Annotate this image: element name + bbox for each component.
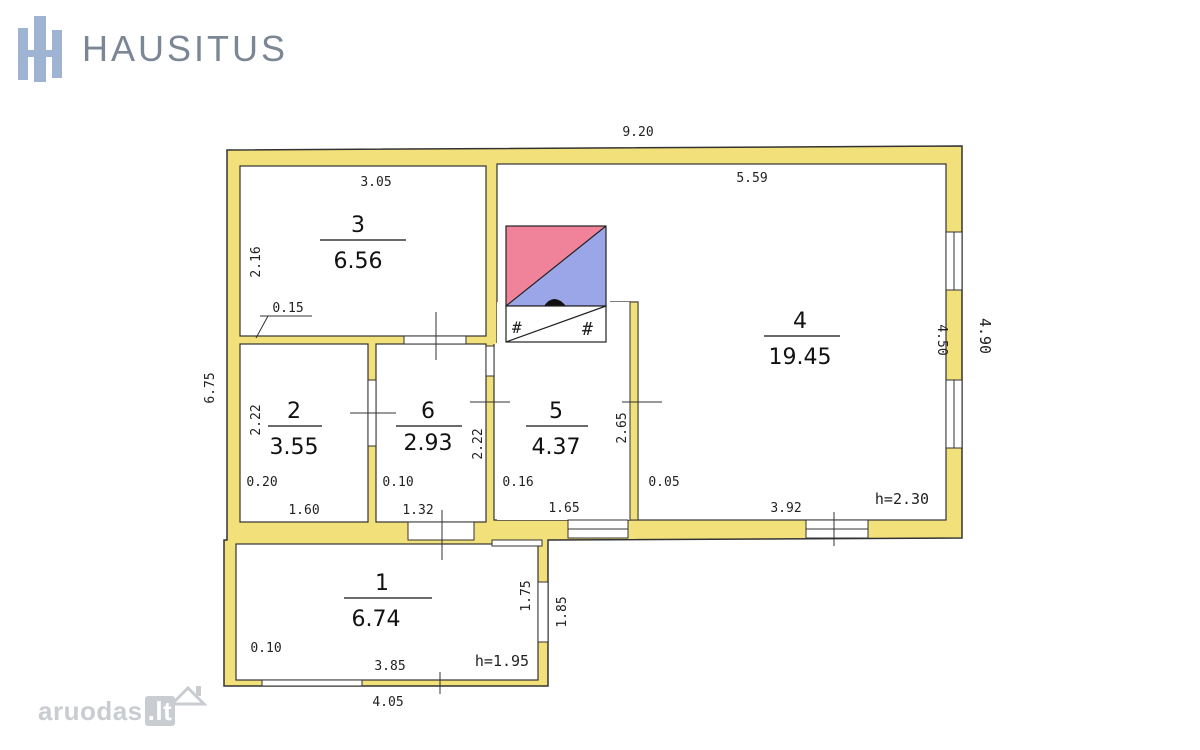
dim-wall-016: 0.16 — [502, 475, 533, 490]
stove-icon: # # — [505, 225, 607, 343]
room-6-area: 2.93 — [404, 431, 453, 456]
room-2-number: 2 — [287, 399, 301, 424]
window — [261, 679, 363, 687]
dim-room2-depth: 2.22 — [249, 404, 264, 435]
leader-line — [255, 315, 269, 339]
dim-room6-width: 1.32 — [402, 503, 433, 518]
house-watermark-icon — [168, 685, 208, 706]
building-logo-icon — [14, 16, 66, 82]
dim-wall-005: 0.05 — [648, 475, 679, 490]
room-5-number: 5 — [549, 399, 563, 424]
door — [491, 539, 543, 547]
room-4-area: 19.45 — [769, 345, 832, 370]
stove-mark-left: # — [512, 318, 522, 337]
room-1-number: 1 — [375, 571, 389, 596]
room-1-floor — [235, 543, 539, 681]
room-3-area: 6.56 — [334, 249, 383, 274]
dim-room1-depth-outer: 1.85 — [555, 596, 570, 627]
dim-room5-width: 1.65 — [548, 501, 579, 516]
dim-wall-020: 0.20 — [246, 475, 277, 490]
brand-logo: HAUSITUS — [14, 16, 288, 82]
room-1-area: 6.74 — [352, 607, 401, 632]
dim-room1-height: h=1.95 — [475, 652, 529, 670]
room-6-floor — [375, 343, 487, 523]
dim-room1-width: 3.85 — [374, 659, 405, 674]
dim-overall-depth: 6.75 — [203, 372, 218, 403]
windows — [261, 231, 963, 687]
dim-room4-bottom: 3.92 — [770, 501, 801, 516]
dimension-labels: 9.20 3.05 5.59 2.16 0.15 6.75 2.22 0.20 … — [203, 125, 994, 710]
dim-room6-depth: 2.22 — [471, 428, 486, 459]
dim-room2-width: 1.60 — [288, 503, 319, 518]
window — [537, 581, 549, 643]
brand-name: HAUSITUS — [82, 28, 289, 69]
room-2-area: 3.55 — [270, 435, 319, 460]
room-3-number: 3 — [351, 213, 365, 238]
stove-mark-right: # — [582, 319, 593, 340]
dim-room4-depth-outer: 4.90 — [976, 318, 994, 354]
dim-room3-width: 3.05 — [360, 175, 391, 190]
dim-room1-outer-width: 4.05 — [372, 695, 403, 710]
dim-room4-depth-inner: 4.50 — [934, 324, 949, 355]
dim-room4-height: h=2.30 — [875, 490, 929, 508]
room-3-floor — [239, 165, 487, 337]
dim-wall-015: 0.15 — [272, 301, 303, 316]
aruodas-watermark: aruodas.lt — [38, 696, 176, 727]
dim-room4-width: 5.59 — [736, 171, 767, 186]
room-labels: 3 6.56 4 19.45 2 3.55 6 2.93 5 4.37 1 6.… — [268, 213, 840, 632]
room-5-area: 4.37 — [532, 435, 581, 460]
room-2-floor — [239, 343, 369, 523]
door — [485, 345, 495, 377]
dim-room3-depth: 2.16 — [249, 246, 264, 277]
watermark-text: aruodas — [38, 696, 143, 726]
door-marks — [350, 312, 835, 694]
door — [407, 521, 475, 541]
dim-wall-010a: 0.10 — [382, 475, 413, 490]
dim-wall-010b: 0.10 — [250, 641, 281, 656]
dim-room5-depth: 2.65 — [615, 412, 630, 443]
door — [403, 335, 467, 345]
watermark-tld: .lt — [144, 696, 176, 726]
room-6-number: 6 — [421, 399, 435, 424]
dim-room1-depth-inner: 1.75 — [519, 580, 534, 611]
room-4-number: 4 — [793, 309, 807, 334]
dim-overall-width: 9.20 — [622, 125, 653, 140]
